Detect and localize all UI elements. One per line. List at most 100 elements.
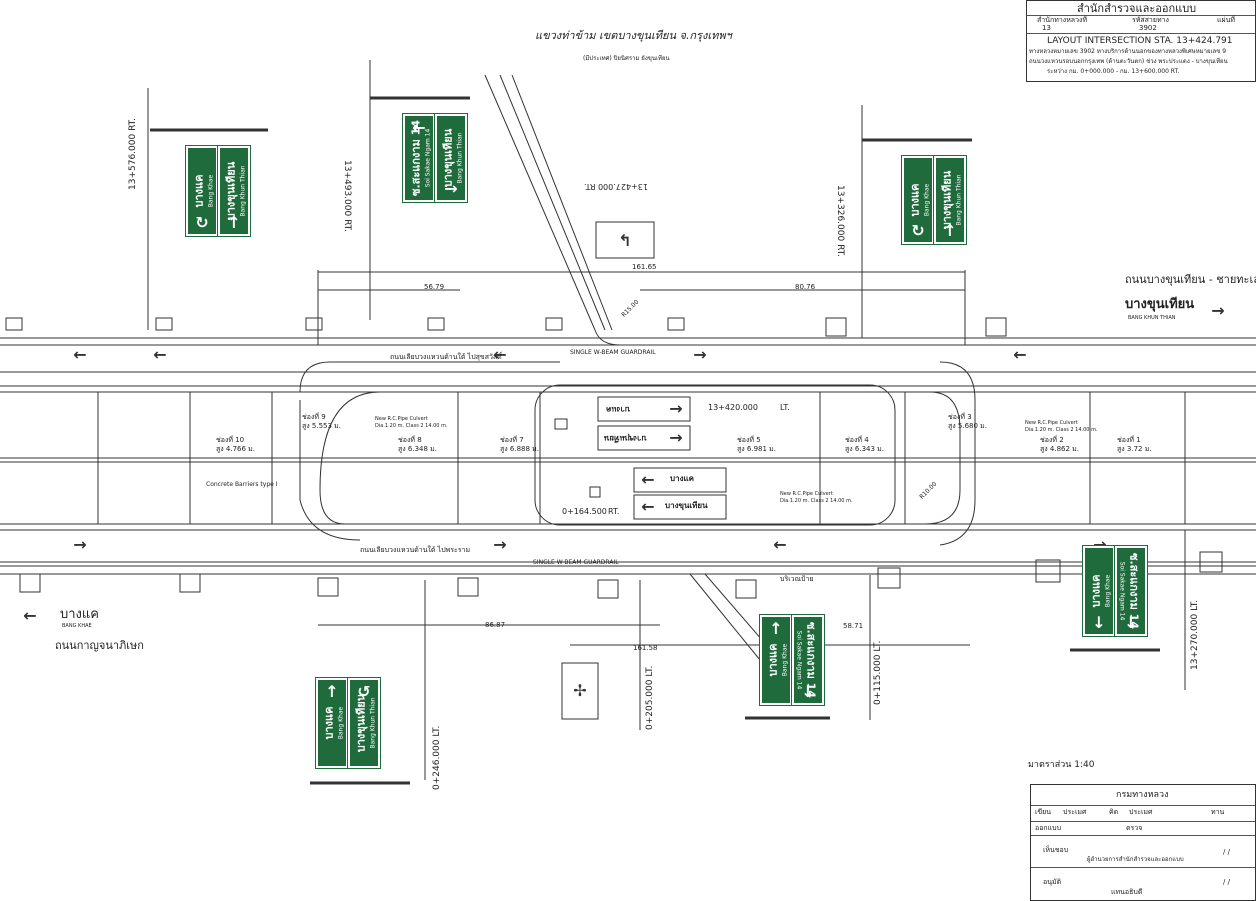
span-name: ช่องที่ 7 <box>500 436 524 444</box>
svg-text:←: ← <box>73 345 86 364</box>
desc-line-2: ถนนวงแหวนรอบนอกกรุงเทพ (ด้านตะวันตก) ช่ว… <box>1029 58 1228 65</box>
mid-sign-1: บางแค <box>606 405 630 414</box>
uturn-arrow-icon: ↻ <box>195 213 209 232</box>
dept-name: กรมทางหลวง <box>1116 790 1169 800</box>
sign-label: บางแค <box>766 643 780 677</box>
r3b: ผู้อำนวยการสำนักสำรวจและออกแบบ <box>1087 856 1184 863</box>
down-arrow-icon: ↓ <box>1092 613 1106 632</box>
guardrail-top: SINGLE W-BEAM GUARDRAIL <box>570 349 656 356</box>
desc-line-1: ทางหลวงหมายเลข 3902 ทางบริการด้านนอกของท… <box>1029 48 1227 55</box>
r2a: ออกแบบ <box>1035 824 1062 832</box>
svg-text:←: ← <box>641 497 654 516</box>
up-arrow-icon: ↑ <box>769 619 783 638</box>
col2-header: รหัสสายทาง <box>1132 16 1169 24</box>
barrier-note: Concrete Barriers type I <box>206 481 278 488</box>
title-block-bottom: กรมทางหลวง เขียน ประเมศ คิด ประเมศ ทาน อ… <box>1030 784 1256 901</box>
svg-text:→: → <box>1211 301 1224 320</box>
culvert-right-2: Dia.1.20 m. Class 2 14.00 m. <box>1025 427 1098 433</box>
right-road-name: ถนนบางขุนเทียน - ชายทะเล <box>1125 273 1256 286</box>
station-5: 13+420.000 <box>708 403 758 412</box>
svg-text:→: → <box>693 345 706 364</box>
r1c: คิด <box>1109 808 1119 816</box>
r1a: เขียน <box>1035 808 1052 816</box>
svg-text:←: ← <box>1013 345 1026 364</box>
right-arrow-icon: → <box>444 179 458 198</box>
svg-text:←: ← <box>23 606 36 625</box>
sign-label: บางแค <box>908 183 922 217</box>
r3a: เห็นชอบ <box>1043 846 1069 854</box>
svg-text:→: → <box>669 399 682 418</box>
station-4: 13+326.000 RT. <box>835 185 845 257</box>
layout-title: LAYOUT INTERSECTION STA. 13+424.791 <box>1047 36 1233 46</box>
desc-line-3: ระหว่าง กม. 0+000.000 - กม. 13+600.000 R… <box>1047 68 1180 75</box>
sign-label-en: Bang Khae <box>781 643 789 677</box>
uturn-arrow-icon: ↺ <box>357 682 371 701</box>
lane-note-bottom: ถนนเลียบวงแหวนด้านใต้ ไปพระราม <box>360 546 471 554</box>
station-6: 0+164.500 <box>562 507 607 516</box>
sign-label: บางแค <box>192 174 206 208</box>
sign-label-en: Bang Khun Thian <box>239 165 247 217</box>
drawing-subtitle: (มีประเทศ) ปิยนิศราม ยังขุนเทียน <box>583 55 670 62</box>
sign-label: บางขุนเทียน <box>354 693 368 753</box>
dim-1: 161.65 <box>632 263 657 271</box>
span-name: ช่องที่ 3 <box>948 413 972 421</box>
r1e: ทาน <box>1211 808 1225 816</box>
guardrail-bottom: SINGLE W-BEAM GUARDRAIL <box>533 559 619 566</box>
dim-2: 56.79 <box>424 283 445 291</box>
r4a: อนุมัติ <box>1043 878 1062 886</box>
sign-label-en: Bang Khae <box>207 174 215 208</box>
col1-header: สำนักทางหลวงที่ <box>1037 16 1088 24</box>
date-2: / / <box>1223 878 1230 886</box>
sign-label: บางขุนเทียน <box>224 161 238 221</box>
span-height: สูง 5.680 ม. <box>948 422 988 430</box>
dim-4: 86.87 <box>485 621 506 629</box>
svg-text:←: ← <box>493 345 506 364</box>
station-1: 13+576.000 RT. <box>128 118 138 190</box>
station-6-side: RT. <box>608 507 620 516</box>
down-arrow-icon: ↓ <box>801 682 815 701</box>
span-height: สูง 6.343 ม. <box>845 445 885 453</box>
date-1: / / <box>1223 848 1230 856</box>
culvert-left-2: Dia.1.20 m. Class 2 14.00 m. <box>375 423 448 429</box>
mid-sign-3: บางแค <box>670 474 694 483</box>
station-2: 13+493.000 RT. <box>342 160 352 232</box>
right-destination-en: BANG KHUN THIAN <box>1128 315 1176 321</box>
svg-text:↰: ↰ <box>618 231 631 250</box>
mid-sign-4: บางขุนเทียน <box>665 501 708 510</box>
span-name: ช่องที่ 8 <box>398 436 422 444</box>
station-9: 0+115.000 LT. <box>873 640 883 705</box>
col2-value: 3902 <box>1139 24 1157 32</box>
r1b: ประเมศ <box>1063 808 1087 816</box>
sign-label-en: Bang Khae <box>923 183 931 217</box>
dim-3: 80.76 <box>795 283 816 291</box>
span-height: สูง 6.348 ม. <box>398 445 438 453</box>
span-name: ช่องที่ 10 <box>216 436 245 444</box>
up-arrow-icon: ↑ <box>227 213 241 232</box>
scale-text: มาตราส่วน 1:40 <box>1028 760 1095 770</box>
uturn-arrow-icon: ↻ <box>911 221 925 240</box>
span-name: ช่องที่ 2 <box>1040 436 1064 444</box>
title-block-top: สำนักสำรวจและออกแบบ สำนักทางหลวงที่ รหัส… <box>1026 0 1256 82</box>
culvert-left-1: New R.C.Pipe Culvert <box>375 416 428 422</box>
dim-5: 161.58 <box>633 644 658 652</box>
station-8: 0+205.000 LT. <box>645 665 655 730</box>
sign-label-en: Bang Khun Thian <box>369 697 377 749</box>
span-name: ช่องที่ 9 <box>302 413 326 421</box>
svg-text:✢: ✢ <box>573 681 586 700</box>
span-height: สูง 4.766 ม. <box>216 445 256 453</box>
span-name: ช่องที่ 4 <box>845 436 869 444</box>
col3-header: แผ่นที่ <box>1217 16 1236 24</box>
sign-label: บางแค <box>1089 574 1103 608</box>
station-10: 13+270.000 LT. <box>1190 599 1200 670</box>
col1-value: 13 <box>1042 24 1051 32</box>
